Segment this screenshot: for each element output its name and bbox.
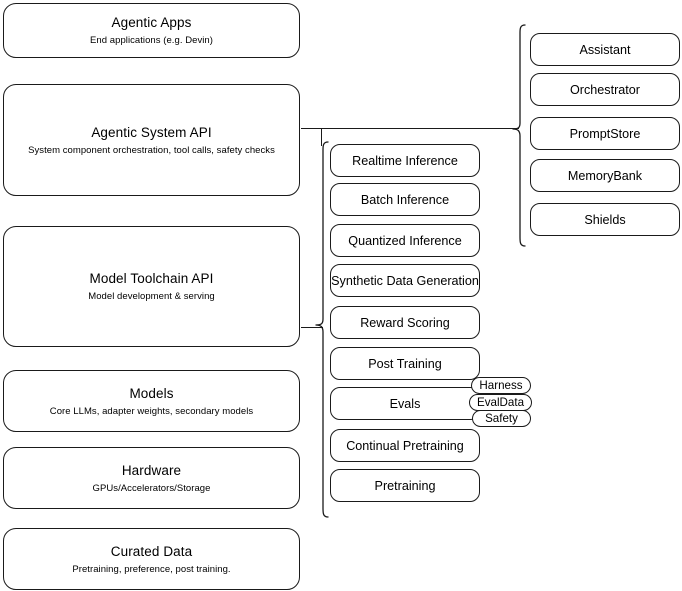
- evals-subcomponent-evaldata[interactable]: EvalData: [469, 394, 532, 411]
- component-orchestrator[interactable]: Orchestrator: [530, 73, 680, 106]
- component-batch-inference[interactable]: Batch Inference: [330, 183, 480, 216]
- component-pretraining[interactable]: Pretraining: [330, 469, 480, 502]
- brace-agentic-system: [512, 24, 526, 247]
- layer-hardware[interactable]: Hardware GPUs/Accelerators/Storage: [3, 447, 300, 509]
- layer-subtitle: End applications (e.g. Devin): [90, 35, 213, 46]
- evals-subcomponent-harness[interactable]: Harness: [471, 377, 531, 394]
- component-post-training[interactable]: Post Training: [330, 347, 480, 380]
- layer-models[interactable]: Models Core LLMs, adapter weights, secon…: [3, 370, 300, 432]
- layer-subtitle: Model development & serving: [88, 291, 215, 302]
- layer-curated-data[interactable]: Curated Data Pretraining, preference, po…: [3, 528, 300, 590]
- layer-title: Agentic Apps: [111, 15, 192, 30]
- component-assistant[interactable]: Assistant: [530, 33, 680, 66]
- connector-line-toolchain-drop: [321, 128, 323, 146]
- component-reward-scoring[interactable]: Reward Scoring: [330, 306, 480, 339]
- layer-title: Agentic System API: [91, 124, 212, 140]
- component-label: Pretraining: [374, 478, 436, 493]
- brace-model-toolchain: [315, 141, 329, 518]
- layer-subtitle: System component orchestration, tool cal…: [28, 144, 275, 156]
- component-quantized-inference[interactable]: Quantized Inference: [330, 224, 480, 257]
- evals-subcomponent-label: Safety: [485, 411, 518, 425]
- evals-subcomponent-safety[interactable]: Safety: [472, 410, 531, 427]
- layer-title: Hardware: [121, 462, 182, 478]
- component-label: Assistant: [579, 42, 631, 57]
- component-label: Evals: [389, 396, 421, 411]
- component-evals[interactable]: Evals: [330, 387, 480, 420]
- component-continual-pretraining[interactable]: Continual Pretraining: [330, 429, 480, 462]
- layer-subtitle: Core LLMs, adapter weights, secondary mo…: [49, 405, 254, 417]
- layer-model-toolchain-api[interactable]: Model Toolchain API Model development & …: [3, 226, 300, 347]
- layer-agentic-apps[interactable]: Agentic Apps End applications (e.g. Devi…: [3, 3, 300, 58]
- layer-agentic-system-api[interactable]: Agentic System API System component orch…: [3, 84, 300, 196]
- component-promptstore[interactable]: PromptStore: [530, 117, 680, 150]
- evals-subcomponent-label: EvalData: [476, 395, 525, 409]
- component-label: PromptStore: [569, 126, 641, 141]
- component-label: Orchestrator: [570, 82, 640, 97]
- connector-line-agentic-system-api: [301, 128, 519, 130]
- component-synthetic-data-generation[interactable]: Synthetic Data Generation: [330, 264, 480, 297]
- component-label: Synthetic Data Generation: [331, 273, 479, 288]
- layer-title: Model Toolchain API: [89, 271, 214, 286]
- component-shields[interactable]: Shields: [530, 203, 680, 236]
- component-label: Quantized Inference: [348, 233, 462, 248]
- component-label: Continual Pretraining: [346, 438, 464, 453]
- component-label: Post Training: [368, 356, 442, 371]
- layer-subtitle: GPUs/Accelerators/Storage: [92, 482, 211, 494]
- layer-subtitle: Pretraining, preference, post training.: [72, 563, 231, 575]
- evals-subcomponent-label: Harness: [479, 378, 523, 392]
- layer-title: Models: [129, 385, 174, 401]
- connector-line-model-toolchain-api: [301, 327, 323, 329]
- component-memorybank[interactable]: MemoryBank: [530, 159, 680, 192]
- component-label: Realtime Inference: [352, 153, 458, 168]
- component-label: MemoryBank: [567, 168, 643, 183]
- layer-title: Curated Data: [110, 543, 193, 559]
- component-label: Reward Scoring: [360, 315, 450, 330]
- component-label: Batch Inference: [360, 192, 450, 207]
- component-label: Shields: [584, 212, 626, 227]
- component-realtime-inference[interactable]: Realtime Inference: [330, 144, 480, 177]
